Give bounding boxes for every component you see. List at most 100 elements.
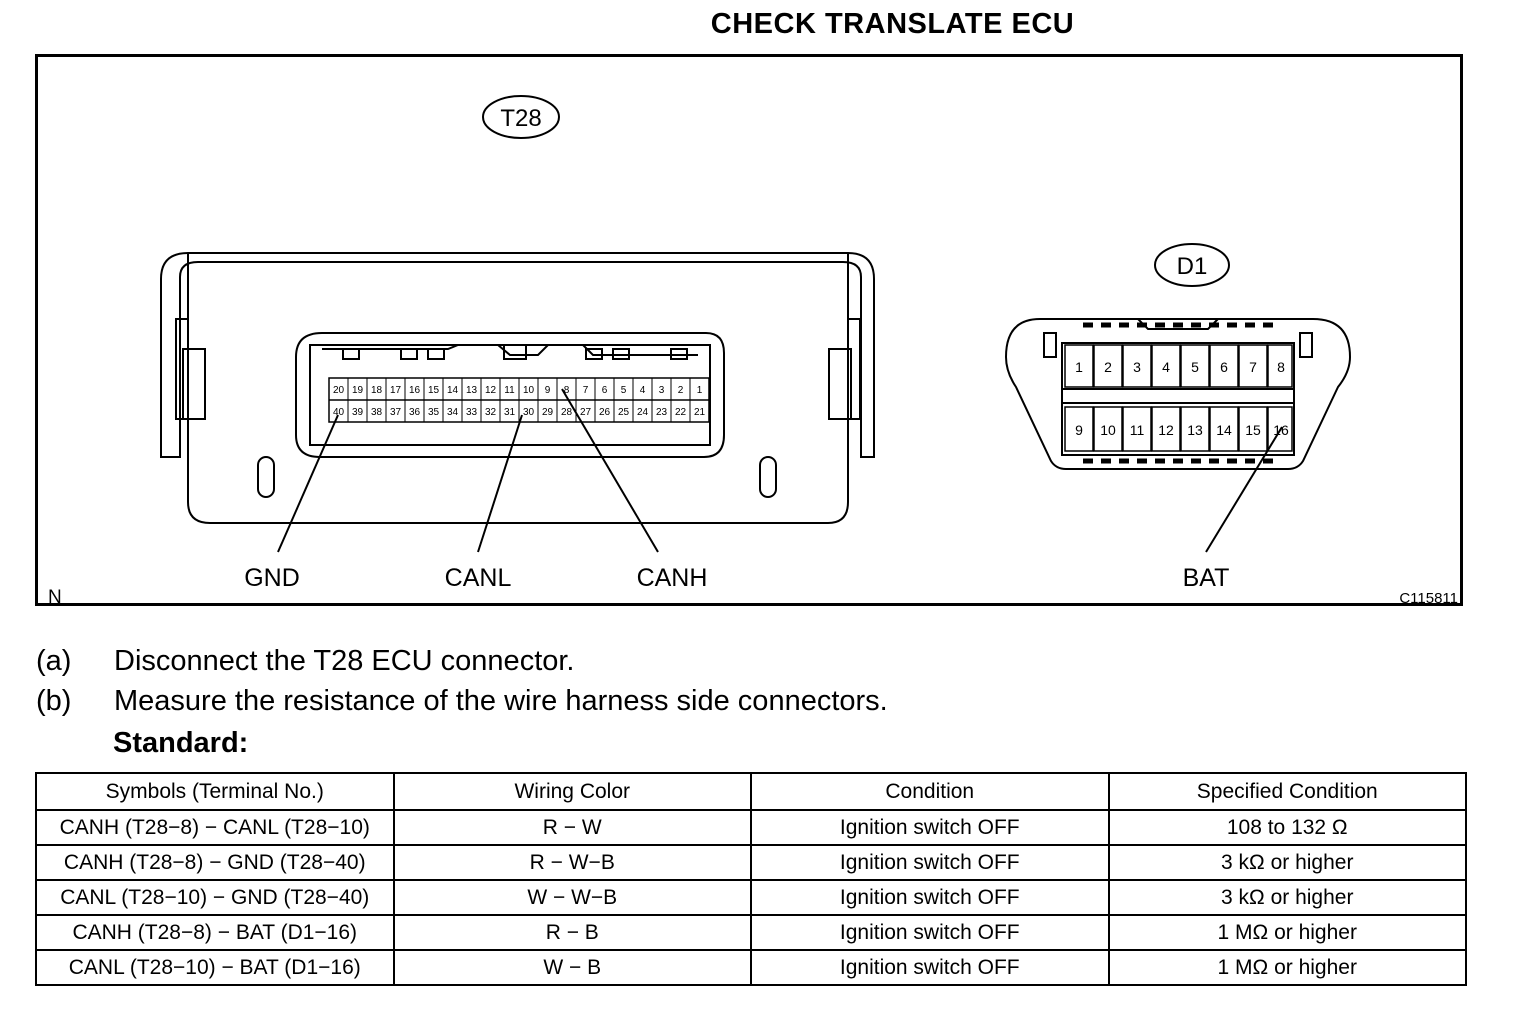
t28-left-latch-inner — [182, 348, 206, 420]
corner-mark: N — [48, 587, 62, 608]
svg-text:18: 18 — [371, 385, 383, 396]
figure-code: C115811 — [1399, 590, 1458, 607]
svg-text:1: 1 — [697, 385, 703, 396]
table-cell: Ignition switch OFF — [750, 844, 1110, 881]
svg-text:25: 25 — [618, 407, 630, 418]
table-cell: 3 kΩ or higher — [1107, 879, 1467, 916]
svg-text:35: 35 — [428, 407, 440, 418]
t28-housing-body — [187, 253, 849, 524]
svg-text:7: 7 — [1249, 359, 1257, 375]
t28-mount-slot-left — [257, 456, 275, 498]
t28-id-label: T28 — [500, 105, 541, 132]
table-cell: R − W — [392, 809, 752, 846]
svg-text:34: 34 — [447, 407, 459, 418]
standard-table: Symbols (Terminal No.) Wiring Color Cond… — [35, 772, 1467, 986]
svg-text:39: 39 — [352, 407, 364, 418]
svg-text:20: 20 — [333, 385, 345, 396]
svg-text:13: 13 — [1187, 422, 1203, 438]
svg-text:5: 5 — [1191, 359, 1199, 375]
svg-text:38: 38 — [371, 407, 383, 418]
bat-leader-line — [1205, 426, 1283, 553]
t28-top-terminal-numbers: 20 19 18 17 16 15 14 13 12 11 10 9 8 7 6… — [333, 385, 703, 396]
svg-text:10: 10 — [523, 385, 535, 396]
svg-text:40: 40 — [333, 407, 345, 418]
column-header: Specified Condition — [1107, 772, 1467, 811]
table-cell: Ignition switch OFF — [750, 914, 1110, 951]
svg-text:3: 3 — [1133, 359, 1141, 375]
table-cell: 1 MΩ or higher — [1107, 914, 1467, 951]
svg-text:22: 22 — [675, 407, 687, 418]
bat-label: BAT — [1183, 564, 1230, 592]
table-cell: R − W−B — [392, 844, 752, 881]
svg-text:29: 29 — [542, 407, 554, 418]
svg-text:16: 16 — [1273, 422, 1289, 438]
t28-connector-frame — [295, 332, 725, 458]
svg-text:2: 2 — [1104, 359, 1112, 375]
table-cell: 108 to 132 Ω — [1107, 809, 1467, 846]
svg-text:26: 26 — [599, 407, 611, 418]
column-header: Symbols (Terminal No.) — [35, 772, 395, 811]
svg-text:9: 9 — [1075, 422, 1083, 438]
d1-top-terminal-numbers: 1 2 3 4 5 6 7 8 — [1075, 359, 1285, 375]
column-header: Wiring Color — [392, 772, 752, 811]
svg-text:36: 36 — [409, 407, 421, 418]
svg-text:5: 5 — [621, 385, 627, 396]
table-cell: CANH (T28−8) − BAT (D1−16) — [35, 914, 395, 951]
canl-label: CANL — [445, 564, 512, 592]
table-cell: 3 kΩ or higher — [1107, 844, 1467, 881]
svg-text:12: 12 — [485, 385, 497, 396]
table-cell: W − W−B — [392, 879, 752, 916]
svg-text:6: 6 — [602, 385, 608, 396]
svg-text:17: 17 — [390, 385, 402, 396]
svg-text:37: 37 — [390, 407, 402, 418]
svg-text:31: 31 — [504, 407, 516, 418]
connector-illustration: T28 D1 20 19 18 17 16 15 14 13 12 11 10 … — [48, 95, 1458, 608]
svg-text:10: 10 — [1100, 422, 1116, 438]
svg-text:3: 3 — [659, 385, 665, 396]
table-row: CANL (T28−10) − GND (T28−40) W − W−B Ign… — [35, 879, 1467, 916]
svg-text:14: 14 — [1216, 422, 1232, 438]
svg-text:27: 27 — [580, 407, 592, 418]
procedure-steps: (a) Disconnect the T28 ECU connector. (b… — [36, 645, 888, 725]
table-cell: 1 MΩ or higher — [1107, 949, 1467, 986]
table-row: CANH (T28−8) − CANL (T28−10) R − W Ignit… — [35, 809, 1467, 846]
step-a: (a) Disconnect the T28 ECU connector. — [36, 645, 888, 685]
t28-mount-slot-right — [759, 456, 777, 498]
t28-right-latch — [847, 318, 861, 420]
svg-text:9: 9 — [545, 385, 551, 396]
svg-text:21: 21 — [694, 407, 706, 418]
gnd-leader-line — [277, 414, 339, 553]
table-cell: R − B — [392, 914, 752, 951]
table-cell: CANL (T28−10) − GND (T28−40) — [35, 879, 395, 916]
svg-text:14: 14 — [447, 385, 459, 396]
step-b: (b) Measure the resistance of the wire h… — [36, 685, 888, 725]
gnd-label: GND — [244, 564, 300, 592]
d1-connector-outline — [1004, 318, 1352, 470]
svg-text:33: 33 — [466, 407, 478, 418]
table-row: CANH (T28−8) − GND (T28−40) R − W−B Igni… — [35, 844, 1467, 881]
step-label: (a) — [36, 645, 72, 677]
svg-text:28: 28 — [561, 407, 573, 418]
d1-terminal-cells — [1064, 344, 1293, 452]
d1-id-ellipse — [1154, 243, 1230, 287]
column-header: Condition — [750, 772, 1110, 811]
standard-heading: Standard: — [113, 727, 249, 759]
svg-text:16: 16 — [409, 385, 421, 396]
svg-text:15: 15 — [428, 385, 440, 396]
table-row: CANL (T28−10) − BAT (D1−16) W − B Igniti… — [35, 949, 1467, 986]
svg-text:7: 7 — [583, 385, 589, 396]
t28-right-latch-inner — [828, 348, 852, 420]
t28-id-ellipse — [482, 95, 560, 139]
t28-housing-outer — [160, 252, 875, 458]
table-row: CANH (T28−8) − BAT (D1−16) R − B Ignitio… — [35, 914, 1467, 951]
svg-text:30: 30 — [523, 407, 535, 418]
svg-text:24: 24 — [637, 407, 649, 418]
svg-text:4: 4 — [1162, 359, 1170, 375]
svg-text:4: 4 — [640, 385, 646, 396]
table-cell: CANL (T28−10) − BAT (D1−16) — [35, 949, 395, 986]
svg-text:8: 8 — [1277, 359, 1285, 375]
table-cell: W − B — [392, 949, 752, 986]
svg-text:32: 32 — [485, 407, 497, 418]
connector-diagram: T28 D1 20 19 18 17 16 15 14 13 12 11 10 … — [35, 54, 1463, 608]
table-cell: Ignition switch OFF — [750, 809, 1110, 846]
